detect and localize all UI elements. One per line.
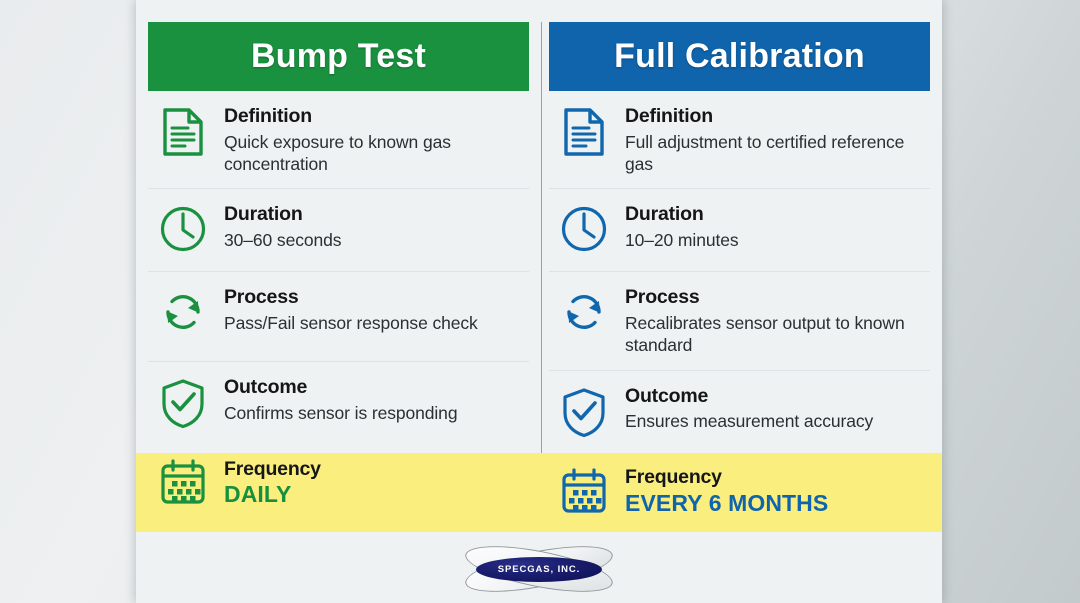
row-label: Frequency xyxy=(625,465,722,488)
row-label: Duration xyxy=(224,203,303,226)
row-frequency-bump-test: Frequency DAILY xyxy=(148,444,529,523)
row-value: Quick exposure to known gas concentratio… xyxy=(224,131,451,174)
row-label: Process xyxy=(625,286,700,309)
row-label: Definition xyxy=(625,105,713,127)
row-value: Recalibrates sensor output to known stan… xyxy=(625,313,905,356)
row-label: Outcome xyxy=(224,376,308,399)
row-label: Outcome xyxy=(625,384,709,407)
row-value: DAILY xyxy=(224,481,292,508)
frequency-highlight-band xyxy=(136,453,942,532)
refresh-icon xyxy=(154,285,212,341)
clock-icon xyxy=(154,202,212,258)
comparison-columns: Bump Test Definition Quick exposure to k… xyxy=(136,0,942,532)
refresh-icon xyxy=(555,285,613,341)
row-label: Process xyxy=(224,286,299,309)
row-value: Full adjustment to certified reference g… xyxy=(625,131,905,174)
column-full-calibration: Full Calibration Definition Full adjustm… xyxy=(549,0,930,532)
row-value: 10–20 minutes xyxy=(625,230,739,250)
row-process-bump-test: Process Pass/Fail sensor response check xyxy=(148,272,529,363)
calendar-icon xyxy=(555,463,613,519)
row-outcome-full-calibration: Outcome Ensures measurement accuracy xyxy=(549,371,930,453)
row-label: Duration xyxy=(625,203,704,226)
specgas-logo: SPECGAS, INC. xyxy=(460,536,618,601)
calendar-icon xyxy=(154,454,212,510)
document-icon xyxy=(154,104,212,160)
column-bump-test: Bump Test Definition Quick exposure to k… xyxy=(148,0,529,532)
row-duration-bump-test: Duration 30–60 seconds xyxy=(148,189,529,273)
shield-check-icon xyxy=(555,384,613,440)
logo-area: SPECGAS, INC. xyxy=(136,534,942,603)
row-value: Confirms sensor is responding xyxy=(224,403,458,423)
row-value: EVERY 6 MONTHS xyxy=(625,489,829,516)
shield-check-icon xyxy=(154,375,212,431)
row-label: Definition xyxy=(224,105,312,127)
row-value: Ensures measurement accuracy xyxy=(625,411,874,432)
comparison-card: Bump Test Definition Quick exposure to k… xyxy=(136,0,942,603)
row-definition-full-calibration: Definition Full adjustment to certified … xyxy=(549,91,930,190)
logo-text: SPECGAS, INC. xyxy=(497,563,581,575)
row-frequency-full-calibration: Frequency EVERY 6 MONTHS xyxy=(549,453,930,532)
column-divider xyxy=(541,22,542,530)
row-definition-bump-test: Definition Quick exposure to known gas c… xyxy=(148,91,529,190)
row-value: 30–60 seconds xyxy=(224,230,342,250)
row-outcome-bump-test: Outcome Confirms sensor is responding xyxy=(148,362,529,444)
logo-pill: SPECGAS, INC. xyxy=(476,556,602,582)
document-icon xyxy=(555,104,613,160)
clock-icon xyxy=(555,202,613,258)
column-header-full-calibration: Full Calibration xyxy=(549,22,930,91)
row-label: Frequency xyxy=(224,457,321,480)
row-value: Pass/Fail sensor response check xyxy=(224,313,478,333)
row-process-full-calibration: Process Recalibrates sensor output to kn… xyxy=(549,272,930,371)
row-duration-full-calibration: Duration 10–20 minutes xyxy=(549,189,930,273)
column-header-bump-test: Bump Test xyxy=(148,22,529,91)
